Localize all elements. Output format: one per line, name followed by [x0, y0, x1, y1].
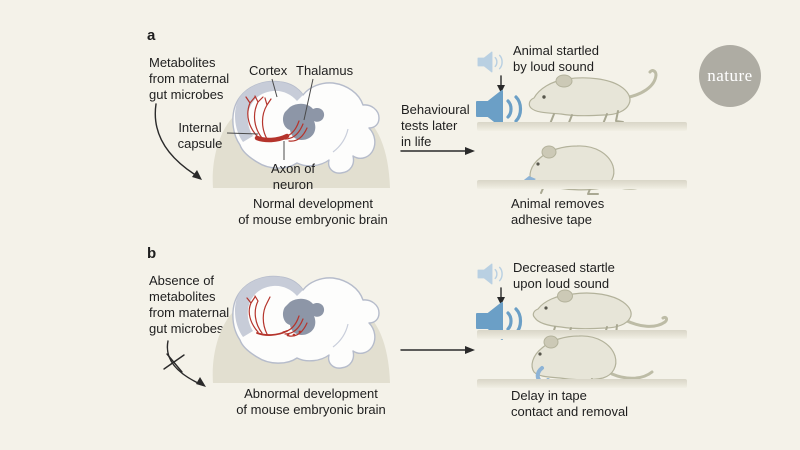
panel-a-tape-text: Animal removes adhesive tape — [511, 196, 605, 227]
label-cortex: Cortex — [249, 63, 288, 78]
label-leader-lines — [226, 78, 314, 160]
curved-arrow-icon — [154, 103, 202, 180]
panel-b-label: b — [147, 245, 157, 262]
cortex-region — [234, 81, 303, 142]
panel-b-caption: Abnormal development of mouse embryonic … — [236, 386, 386, 417]
panel-a-caption: Normal development of mouse embryonic br… — [238, 196, 388, 227]
mouse-startled-illustration — [528, 69, 658, 127]
panel-b-tape-text: Delay in tape contact and removal — [511, 388, 629, 419]
label-thalamus: Thalamus — [296, 63, 354, 78]
panel-a-startle-text: Animal startled by loud sound — [513, 43, 599, 74]
ground-line — [477, 330, 687, 339]
behaviour-arrow-text: Behavioural tests later in life — [401, 102, 470, 149]
nature-logo: nature — [699, 45, 761, 107]
ground-line — [477, 379, 687, 388]
panel-a-note: Metabolites from maternal gut microbes — [149, 55, 230, 102]
cortex-region — [234, 276, 303, 337]
nature-logo-text: nature — [707, 66, 753, 85]
brain-illustration-normal — [212, 78, 390, 188]
panel-b-startle-text: Decreased startle upon loud sound — [513, 260, 615, 291]
speaker-small-icon — [477, 51, 503, 73]
hindbrain-fold-line — [332, 128, 349, 153]
right-arrow-icon — [400, 147, 475, 155]
speaker-small-icon — [477, 263, 503, 285]
down-arrow-icon — [497, 75, 505, 93]
panel-b-note: Absence of metabolites from maternal gut… — [149, 273, 230, 336]
label-internal-capsule: Internal capsule — [177, 120, 223, 151]
label-axon: Axon of neuron — [270, 161, 316, 192]
mouse-tape-delay-illustration — [531, 335, 654, 386]
hindbrain-fold-line — [332, 323, 349, 348]
down-arrow-icon — [497, 287, 505, 305]
ground-line — [477, 122, 687, 131]
crossed-arrow-icon — [163, 340, 206, 387]
ground-line — [477, 180, 687, 189]
axon-bundle — [245, 95, 308, 143]
panel-a-label: a — [147, 27, 156, 44]
right-arrow-icon — [400, 346, 475, 354]
axon-bundle-stunted — [246, 295, 308, 337]
brain-illustration-abnormal — [212, 275, 390, 383]
